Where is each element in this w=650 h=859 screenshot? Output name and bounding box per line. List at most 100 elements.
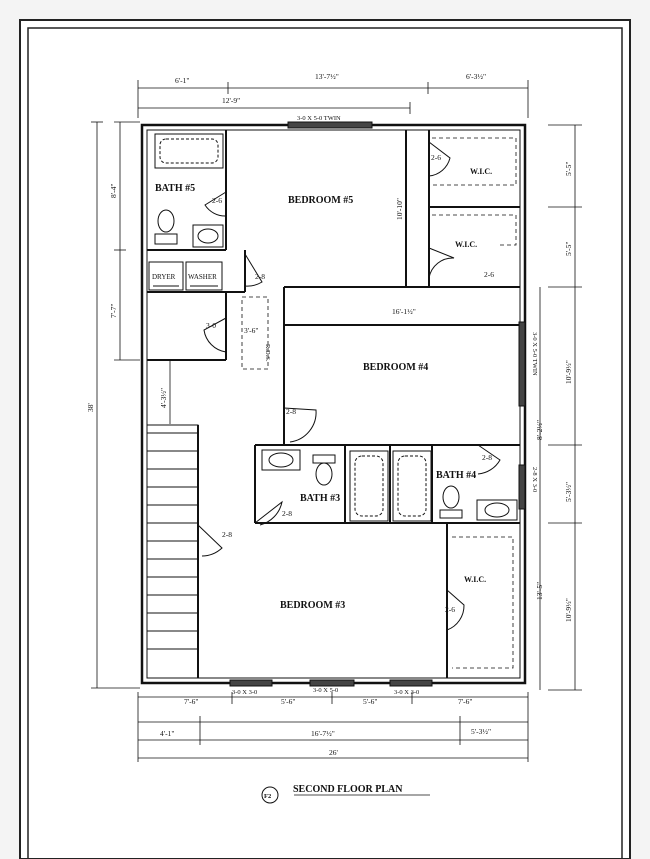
laundry-appliances (148, 261, 223, 291)
dim-bot-d: 7'-6" (458, 697, 472, 706)
window-right-single-label: 2-8 X 3-0 (531, 467, 538, 492)
window-bot-right (389, 679, 433, 687)
bath3-tub (349, 450, 389, 522)
window-top-twin (287, 121, 373, 129)
door-bed3 (197, 524, 223, 557)
dim-right-b: 5'-5" (564, 242, 573, 256)
closet-outlines (241, 137, 517, 669)
dim-right-a: 5'-5" (564, 162, 573, 176)
dim-bot-total: 26' (329, 748, 339, 757)
dim-left-total: 38' (86, 403, 95, 413)
sheet-tag-circle (261, 786, 279, 804)
door-bath5-label: 2-6 (212, 196, 222, 205)
door-wic-bot (446, 589, 465, 631)
window-labels: 3-0 X 5-0 TWIN 3-0 X 5-0 TWIN 2-8 X 3-0 … (232, 115, 538, 696)
door-wic-bot-label: 2-6 (445, 605, 455, 614)
dim-bot-b: 5'-6" (281, 697, 295, 706)
door-swings (197, 141, 501, 631)
door-laundry-label: 2-8 (255, 272, 265, 281)
window-right-twin (518, 321, 526, 407)
dim-top-c: 6'-3½" (466, 72, 486, 81)
dimension-labels: 6'-1" 13'-7½" 6'-3½" 12'-9" 8'-4" 7'-7" … (86, 72, 573, 757)
bath4-tub (392, 450, 432, 522)
window-bot-right-label: 3-0 X 3-0 (394, 689, 419, 696)
door-bath4-label: 2-8 (482, 453, 492, 462)
door-bed4 (283, 407, 317, 443)
rds-label: R.D.S. (264, 344, 271, 362)
wic-top-label: W.I.C. (470, 167, 492, 176)
dryer-label: DRYER (152, 273, 176, 281)
dim-inner-bed5: 10'-10" (395, 198, 404, 220)
bedroom5-label: BEDROOM #5 (288, 195, 353, 206)
floor-plan (91, 80, 582, 804)
window-right-single (518, 464, 526, 510)
dim-bot2-a: 4'-1" (160, 729, 174, 738)
bathtubs (154, 133, 432, 522)
room-labels: BEDROOM #5 BEDROOM #4 BEDROOM #3 BATH #5… (152, 167, 492, 611)
dim-left-a: 8'-4" (109, 184, 118, 198)
windows (229, 121, 526, 687)
door-wic-mid-label: 2-6 (484, 270, 494, 279)
bedroom4-label: BEDROOM #4 (363, 362, 428, 373)
dim-right-c: 10'-9½" (564, 360, 573, 384)
sheet-tag: F2 (264, 793, 271, 800)
bath5-toilet (157, 209, 175, 233)
wic-mid-label: W.I.C. (455, 240, 477, 249)
door-closet (203, 317, 227, 353)
dim-left-stair: 4'-3½" (159, 388, 168, 408)
dim-top-a: 6'-1" (175, 76, 189, 85)
dim-bot2-b: 16'-7½" (311, 729, 335, 738)
door-bed4-label: 2-8 (286, 407, 296, 416)
dim-bot2-c: 5'-3½" (471, 727, 491, 736)
dim-right-f: 13'-5" (535, 582, 544, 600)
sheet-title: F2 SECOND FLOOR PLAN (264, 784, 403, 800)
bath4-label: BATH #4 (436, 470, 476, 481)
window-bot-mid (309, 679, 355, 687)
window-bot-left (229, 679, 273, 687)
bath3-label: BATH #3 (300, 493, 340, 504)
dim-right-g: 10'-9½" (564, 598, 573, 622)
wic-bot-label: W.I.C. (464, 575, 486, 584)
bath3-sink (261, 449, 301, 471)
staircase (146, 424, 199, 679)
dimension-lines (91, 80, 582, 796)
bath4-sink (476, 499, 518, 521)
window-bot-mid-label: 3-0 X 5-0 (313, 687, 338, 694)
door-labels: 2-6 2-6 2-6 2-8 3-0 2-8 2-8 2-8 2-8 2-6 (206, 153, 494, 614)
dim-left-b: 7'-7" (109, 304, 118, 318)
dim-inner-bed4: 16'-1½" (392, 307, 416, 316)
inner-border (27, 27, 623, 859)
dim-top-sub: 12'-9" (222, 96, 240, 105)
door-bath4 (477, 444, 501, 475)
dim-right-d: 8'-2½" (535, 420, 544, 440)
sheet-title-text: SECOND FLOOR PLAN (293, 784, 403, 795)
dim-bot-a: 7'-6" (184, 697, 198, 706)
plumbing-fixtures (154, 209, 518, 521)
dim-right-e: 5'-3½" (564, 482, 573, 502)
bath5-tub (154, 133, 224, 169)
dim-top-b: 13'-7½" (315, 72, 339, 81)
window-top-label: 3-0 X 5-0 TWIN (297, 115, 341, 122)
window-right-twin-label: 3-0 X 5-0 TWIN (531, 332, 538, 376)
window-bot-left-label: 3-0 X 3-0 (232, 689, 257, 696)
dryer-box (148, 261, 184, 291)
door-bath5 (204, 191, 227, 217)
door-wic-top (428, 141, 451, 177)
door-laundry (244, 253, 263, 287)
door-wic-top-label: 2-6 (431, 153, 441, 162)
door-bed3-label: 2-8 (222, 530, 232, 539)
interior-walls (147, 130, 520, 678)
dim-inner-closet: 3'-6" (244, 326, 258, 335)
washer-label: WASHER (188, 273, 217, 281)
bedroom3-label: BEDROOM #3 (280, 600, 345, 611)
washer-box (185, 261, 223, 291)
bath5-label: BATH #5 (155, 183, 195, 194)
door-closet-label: 3-0 (206, 321, 216, 330)
door-wic-mid (428, 247, 455, 279)
door-bath3 (254, 500, 283, 526)
bath5-sink (192, 224, 224, 248)
dim-bot-c: 5'-6" (363, 697, 377, 706)
door-bath3-label: 2-8 (282, 509, 292, 518)
bath4-toilet (442, 485, 460, 509)
